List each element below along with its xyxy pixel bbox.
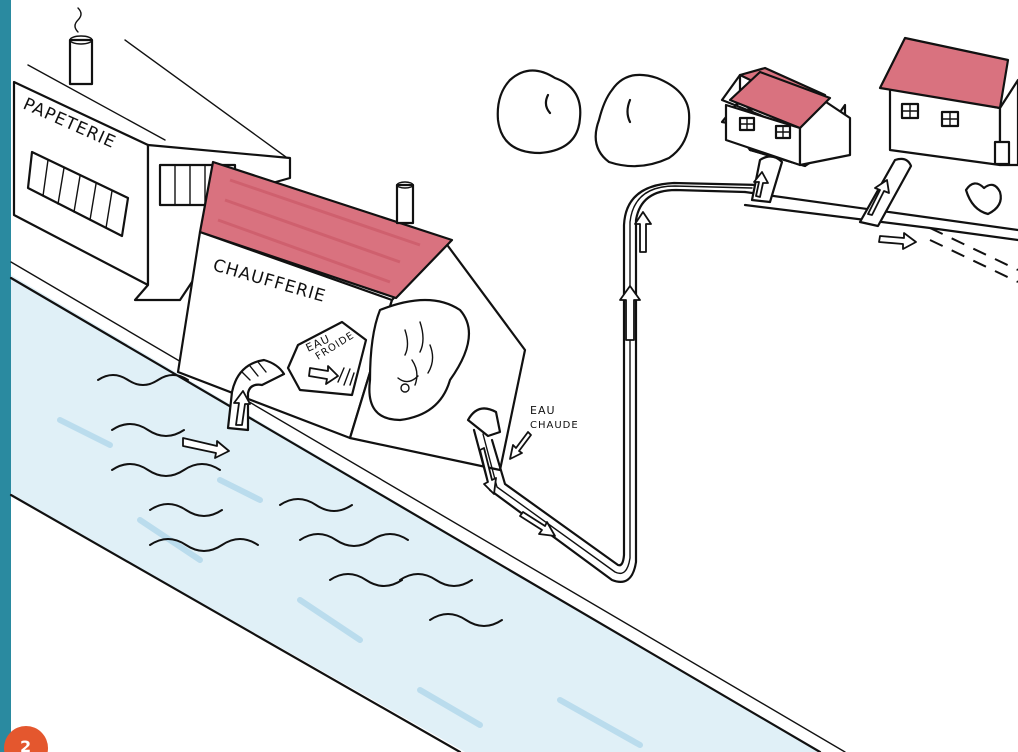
bush-right (966, 183, 1001, 214)
hot-water-pipe (468, 183, 1018, 582)
eau-chaude-annotation: EAU CHAUDE (510, 404, 579, 459)
tree-1 (498, 70, 581, 153)
pipe-flow-arrow-2-icon (879, 233, 916, 249)
house-middle (722, 68, 850, 202)
house-right (860, 38, 1018, 226)
chaufferie-chimney (397, 185, 413, 223)
papeterie-chimney (70, 8, 92, 84)
eau-chaude-pointer-icon (510, 432, 531, 459)
tree-2 (596, 75, 690, 166)
left-border-strip (0, 0, 11, 752)
eau-chaude-label-line2: CHAUDE (530, 420, 579, 431)
page-number: 2 (20, 737, 31, 752)
eau-chaude-label-line1: EAU (530, 404, 556, 417)
